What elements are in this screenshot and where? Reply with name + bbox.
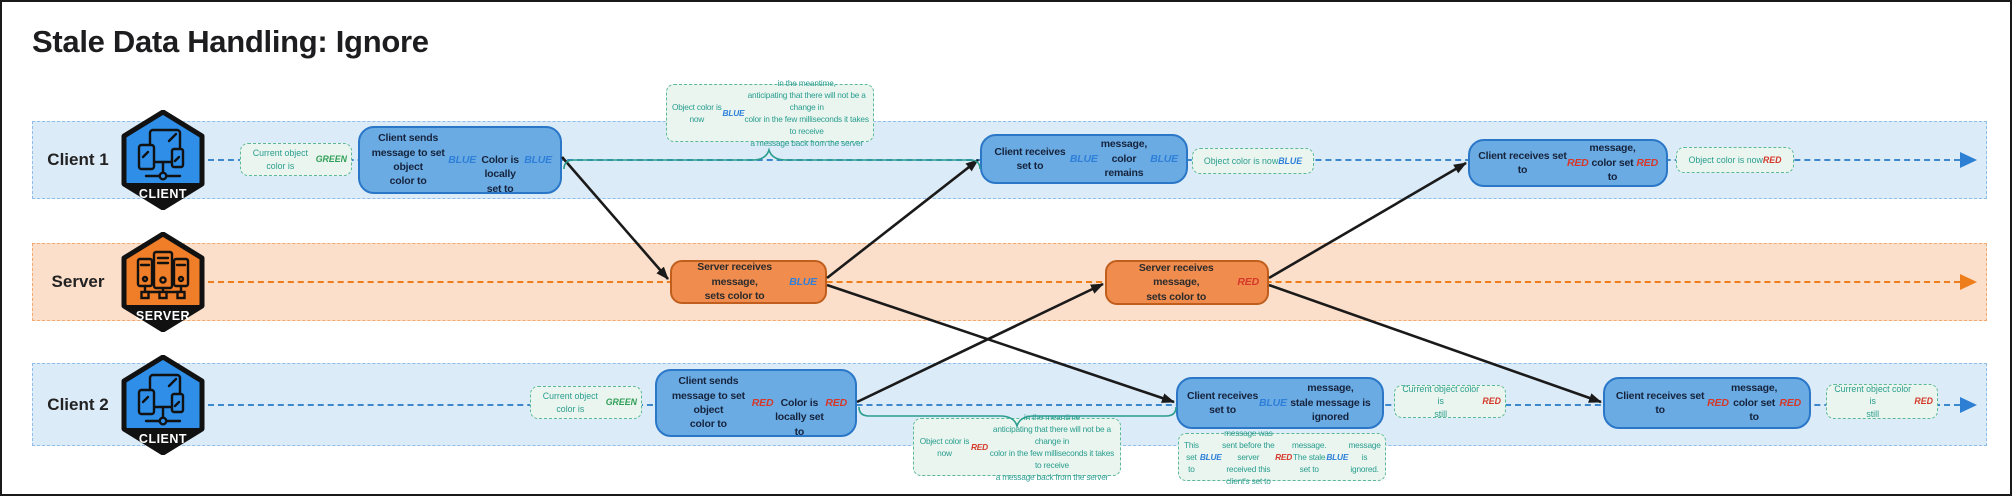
lane-label-client1: Client 1 [47, 150, 109, 169]
lane-label-server: Server [51, 272, 105, 291]
note-client2-initial-color: Current object color is GREEN [530, 386, 642, 419]
lifeline-arrowhead-server [1960, 274, 1977, 290]
server-racks-icon [136, 250, 190, 300]
client2-badge: CLIENT [121, 355, 205, 455]
client-devices-icon [137, 128, 185, 181]
server-receive-red-box: Server receives message, sets color to R… [1105, 260, 1269, 305]
note-client2-stale-explain: This set to BLUE message was sent before… [1178, 428, 1386, 486]
note-client1-meantime: Object color is now BLUE in the meantime… [666, 78, 874, 148]
lifeline-client2 [208, 403, 1960, 406]
client1-receive-red-box: Client receives set to RED message, colo… [1468, 139, 1668, 187]
client1-receive-blue-box: Client receives set to BLUE message, col… [980, 134, 1188, 184]
note-client1-now-blue: Object color is now BLUE [1192, 148, 1314, 174]
client2-receive-blue-box: Client receives set to BLUE message, sta… [1176, 377, 1384, 429]
server-badge: SERVER [121, 232, 205, 332]
server-badge-label: SERVER [136, 309, 190, 323]
client2-receive-red-box: Client receives set to RED message, colo… [1603, 377, 1811, 429]
lane-label-client2: Client 2 [47, 395, 109, 414]
note-client2-meantime: Object color is now RED in the meantime … [913, 412, 1121, 482]
client2-send-box: Client sends message to set object color… [655, 369, 857, 438]
note-client2-still-red-2: Current object color is still RED [1826, 384, 1938, 419]
client2-badge-label: CLIENT [139, 432, 187, 446]
lifeline-arrowhead-client2 [1960, 397, 1977, 413]
server-receive-blue-box: Server receives message, sets color to B… [670, 260, 827, 304]
note-client1-initial-color: Current object color is GREEN [240, 143, 352, 176]
client-devices-icon [137, 373, 185, 426]
client1-badge-label: CLIENT [139, 187, 187, 201]
lifeline-server [208, 280, 1960, 283]
page-title: Stale Data Handling: Ignore [32, 24, 429, 59]
client1-badge: CLIENT [121, 110, 205, 210]
note-client1-now-red: Object color is now RED [1676, 147, 1794, 173]
lifeline-arrowhead-client1 [1960, 152, 1977, 168]
client1-send-box: Client sends message to set object color… [358, 126, 562, 195]
note-client2-still-red-1: Current object color is still RED [1394, 384, 1506, 419]
